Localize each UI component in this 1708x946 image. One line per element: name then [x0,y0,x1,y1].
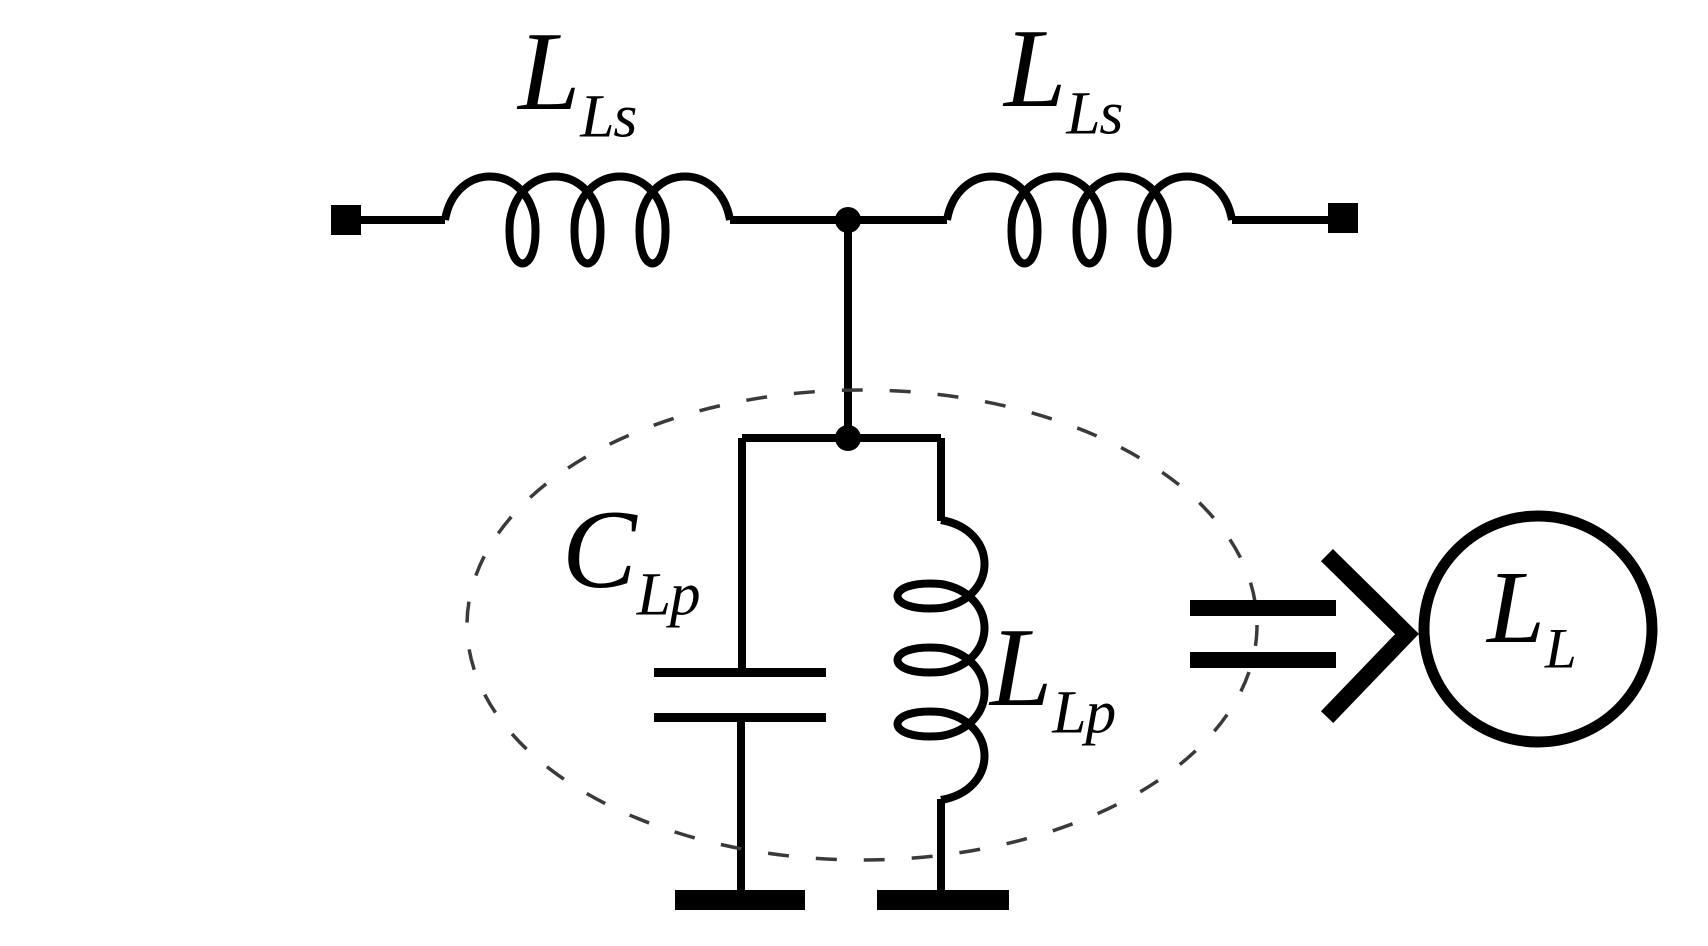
arrow-bar-top [1190,600,1336,616]
top-node-junction-dot [835,207,861,233]
label-equivalent-inductor: LL [1487,550,1577,681]
series-inductor-right-coil [943,172,1236,268]
equivalent-inductor-circle [1418,510,1658,748]
ground-bar-right [877,890,1009,910]
arrow-bar-bottom [1190,652,1336,668]
series-inductor-left-coil [441,172,734,268]
shunt-inductor-coil [893,516,989,804]
label-series-inductor-right: LLs [1004,7,1123,148]
label-shunt-inductor: LLp [990,606,1116,747]
ground-bar-left [675,890,805,910]
label-shunt-capacitor: CLp [562,488,701,629]
port-terminal-left [331,205,361,235]
port-terminal-right [1328,203,1358,233]
capacitor-plate-bottom [654,713,826,722]
arrow-chevron [1320,548,1419,724]
implies-arrow-icon [1190,548,1419,724]
label-series-inductor-left: LLs [518,10,637,151]
capacitor-plate-top [654,668,826,677]
equivalence-dashed-ellipse [465,388,1259,862]
